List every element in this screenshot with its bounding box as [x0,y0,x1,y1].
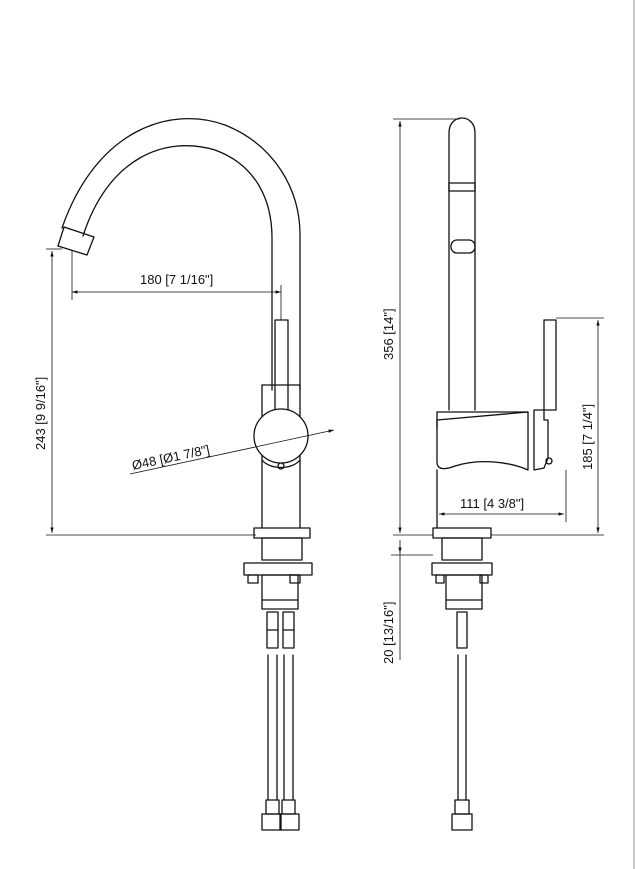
spout-gooseneck [61,118,301,391]
body-depth-label: 111 [4 3/8"] [460,496,524,511]
side-supply-hose [451,611,473,831]
spout-height-dimension: 243 [9 9/16"] [33,248,256,536]
handle-lever [274,319,289,416]
total-height-dimension: 356 [14"] [381,118,460,536]
aerator [450,239,476,254]
page-edge [633,0,635,869]
total-height-label: 356 [14"] [381,308,396,360]
side-base-plate [432,527,492,539]
front-view: 180 [7 1/16"] 243 [9 9/16"] Ø48 [Ø1 7/8"… [33,118,335,831]
base-plate [253,527,311,539]
spout-reach-dimension: 180 [7 1/16"] [71,250,282,320]
spout-height-label: 243 [9 9/16"] [33,377,48,450]
handle-height-label: 185 [7 1/4"] [580,404,595,470]
mounting-nut [243,562,313,576]
supply-hoses [261,611,300,831]
deck-thickness-dimension: 20 [13/16"] [381,540,433,664]
body-diameter-label: Ø48 [Ø1 7/8"] [131,442,211,473]
side-handle [533,319,557,471]
spout-column [448,117,476,411]
deck-thickness-label: 20 [13/16"] [381,602,396,664]
side-view: 356 [14"] 185 [7 1/4"] 111 [4 3/8"] 20 [… [381,117,604,831]
body-depth-dimension: 111 [4 3/8"] [436,470,567,522]
body-diameter-circle [253,408,309,464]
body [261,384,301,529]
handle-height-dimension: 185 [7 1/4"] [491,317,604,536]
spout-reach-label: 180 [7 1/16"] [140,272,213,287]
side-body [436,411,529,471]
side-mounting-nut [431,562,493,576]
aerator-tip [57,226,95,256]
